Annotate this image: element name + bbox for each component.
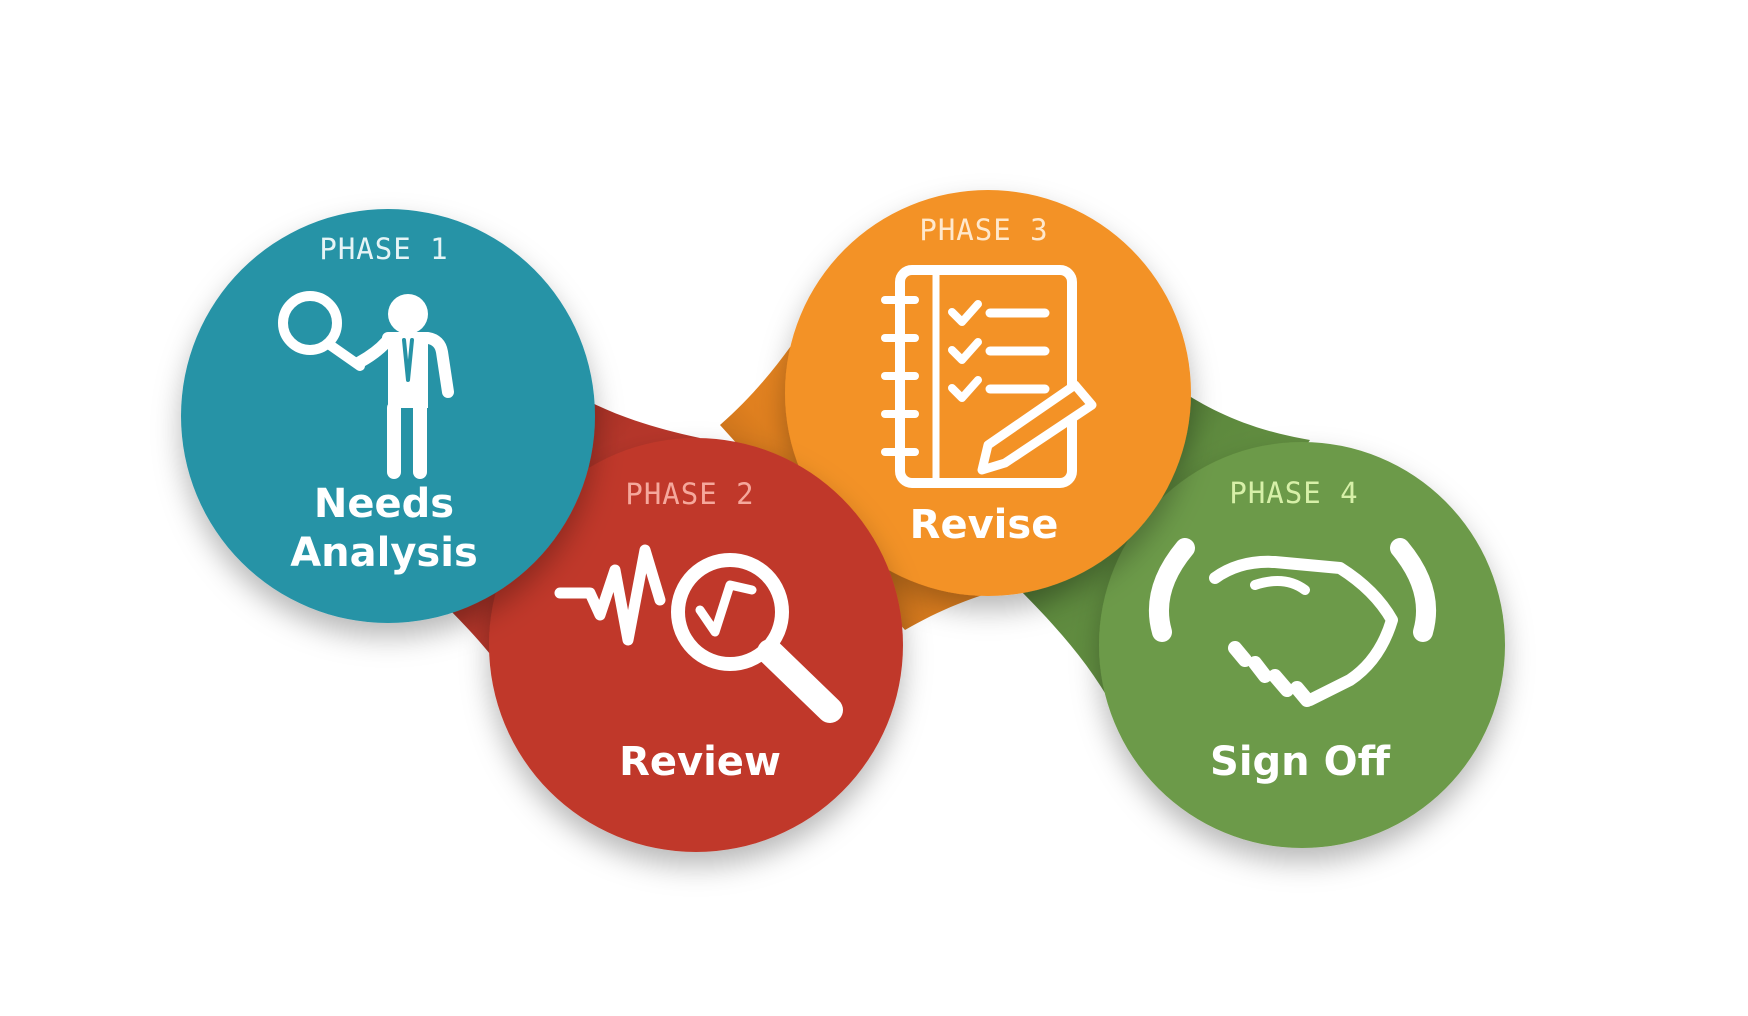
phase1-label: PHASE 1 bbox=[319, 232, 448, 266]
phase4-title: Sign Off bbox=[1210, 739, 1391, 785]
phase1-title-line1: Needs bbox=[314, 481, 454, 527]
analyst-magnifier-icon bbox=[278, 291, 454, 479]
checklist-pencil-icon bbox=[881, 265, 1097, 488]
waveform-magnifier-icon bbox=[554, 544, 843, 723]
phase3-label: PHASE 3 bbox=[919, 213, 1048, 247]
phase2-title: Review bbox=[619, 739, 781, 785]
phase4-label: PHASE 4 bbox=[1229, 476, 1358, 510]
phase3-title: Revise bbox=[910, 502, 1059, 548]
phase2-label: PHASE 2 bbox=[625, 477, 754, 511]
phase1-title-line2: Analysis bbox=[290, 530, 478, 576]
handshake-icon bbox=[1149, 538, 1436, 707]
